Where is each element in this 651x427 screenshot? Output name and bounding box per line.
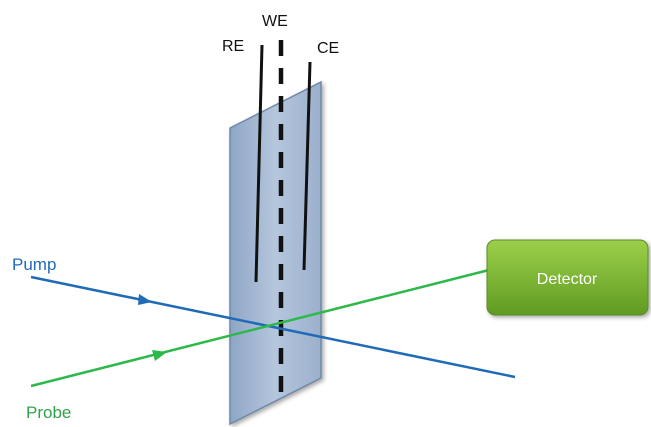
probe-beam-arrow	[152, 350, 167, 361]
probe-beam	[30, 268, 490, 388]
sample-plate	[229, 80, 322, 426]
probe-label: Probe	[26, 403, 71, 422]
counter-electrode-label: CE	[317, 40, 339, 57]
pump-beam-arrow	[138, 294, 152, 305]
reference-electrode	[254, 44, 264, 283]
detector-box	[486, 239, 649, 316]
reference-electrode-label: RE	[222, 38, 244, 55]
detector-label: Detector	[537, 271, 598, 288]
working-electrode-label: WE	[262, 13, 288, 30]
pump-beam	[30, 275, 516, 379]
pump-label: Pump	[12, 255, 56, 274]
counter-electrode	[302, 61, 312, 271]
